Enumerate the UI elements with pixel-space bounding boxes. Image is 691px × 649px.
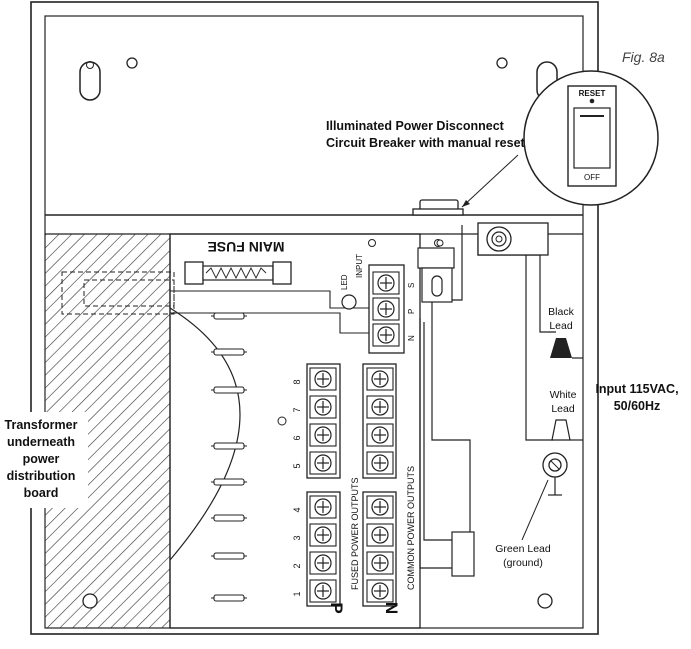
fuse-clip-icon [211,442,247,450]
output-number-label: 5 [292,463,302,468]
terminal-screw-icon [366,367,394,391]
terminal-screw-icon [309,523,337,547]
common-outputs-label: COMMON POWER OUTPUTS [406,466,416,590]
terminal-screw-icon [372,297,400,321]
output-number-label: 3 [292,535,302,540]
fuse-clip-icon [211,594,247,602]
black-lead-label-line1: Black [548,306,574,318]
fuse-clip-icon [211,348,247,356]
output-number-labels: 8 7 6 5 4 3 2 1 [292,379,302,596]
input-block-title: INPUT [355,254,364,278]
green-lead-label-line1: Green Lead [495,543,551,555]
terminal-screw-icon [366,395,394,419]
transformer-label-line4: distribution [7,469,76,483]
led-indicator-icon [341,294,357,310]
mount-hole-icon [82,593,98,609]
terminal-screw-icon [309,395,337,419]
terminal-screw-icon [309,367,337,391]
fused-outputs-label: FUSED POWER OUTPUTS [350,477,360,590]
output-number-label: 6 [292,435,302,440]
terminal-screw-icon [366,523,394,547]
input-voltage-label-line2: 50/60Hz [614,399,661,413]
output-number-label: 2 [292,563,302,568]
breaker-mechanism [417,239,455,303]
mount-hole-icon [126,57,138,69]
main-fuse-icon [184,261,292,285]
mount-hole-icon [537,593,553,609]
figure-label: Fig. 8a [622,49,665,65]
terminal-screw-icon [366,423,394,447]
output-number-label: 4 [292,507,302,512]
terminal-screw-icon [366,451,394,475]
breaker-callout-line2: Circuit Breaker with manual reset [326,136,526,150]
transformer-label-line2: underneath [7,435,75,449]
fuse-clip-icon [211,514,247,522]
terminal-screw-icon [309,423,337,447]
keyhole-mount-left-icon [79,61,101,101]
enclosure-outer [30,1,599,635]
transformer-label-line5: board [24,486,59,500]
output-terminal-screws [309,367,394,603]
board-trace [170,290,380,309]
input-terminal-s-label: S [407,283,416,288]
output-number-label: 8 [292,379,302,384]
terminal-screw-icon [372,323,400,347]
arrow-head-icon [462,200,470,207]
output-number-label: 1 [292,591,302,596]
breaker-reset-label: RESET [579,89,606,98]
wire-nut-icon [451,531,475,577]
fuse-clip-icon [211,386,247,394]
transformer-label-background [0,412,88,508]
terminal-screw-icon [372,271,400,295]
terminal-screw-icon [309,495,337,519]
transformer-label-line3: power [23,452,60,466]
board-hole-icon [277,416,287,426]
terminal-screw-icon [366,579,394,603]
breaker-off-label: OFF [584,173,600,182]
terminal-screw-icon [309,579,337,603]
ground-stud-icon [542,452,568,496]
breaker-callout-line1: Illuminated Power Disconnect [326,119,505,133]
black-lead-connector-icon [550,338,583,359]
transformer-outline-dashed [83,279,175,307]
transformer-outline-dashed [61,271,175,315]
black-lead-label-line2: Lead [549,320,573,332]
n-terminal-label: N [382,602,401,614]
p-terminal-label: P [327,602,346,613]
board-trace [170,312,380,334]
green-lead-callout [521,479,549,541]
breaker-button-icon [412,199,464,216]
breaker-callout-arrow [461,154,519,208]
main-fuse-label: MAIN FUSE [208,239,285,255]
terminal-screw-icon [309,551,337,575]
input-voltage-label-line1: Input 115VAC, [595,382,678,396]
transformer-label-line1: Transformer [5,418,78,432]
fuse-clip-column [211,312,247,602]
green-lead-label-line2: (ground) [503,557,543,569]
white-lead-label-line2: Lead [551,403,575,415]
breaker-switch-icon [567,85,617,187]
mount-hole-icon [496,57,508,69]
terminal-screw-icon [309,451,337,475]
input-terminal-screws [372,271,400,347]
fuse-clip-icon [211,478,247,486]
ground-stud-top-icon [477,222,549,256]
board-hole-icon [368,239,376,247]
white-lead-label-line1: White [550,389,577,401]
fuse-clip-icon [211,552,247,560]
terminal-screw-icon [366,551,394,575]
input-terminal-p-label: P [407,309,416,314]
fuse-clip-icon [211,312,247,320]
output-number-label: 7 [292,407,302,412]
input-terminal-n-label: N [407,335,416,341]
white-lead-connector-icon [551,419,583,441]
led-label: LED [340,274,349,290]
terminal-screw-icon [366,495,394,519]
